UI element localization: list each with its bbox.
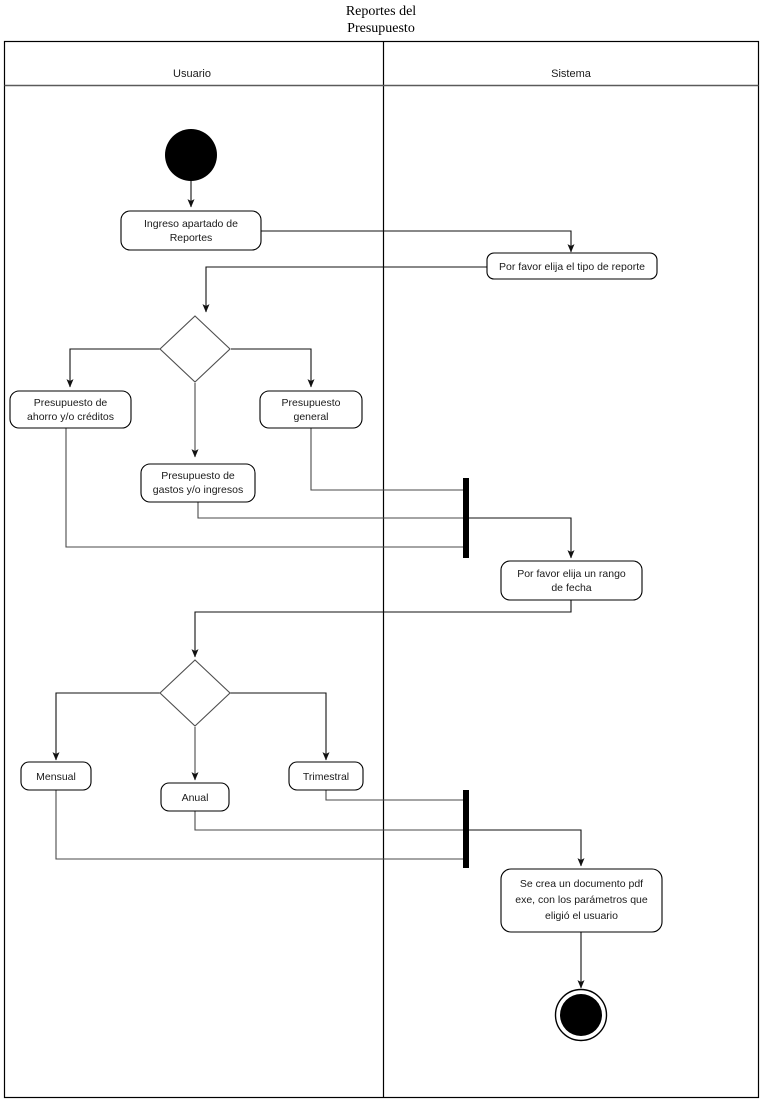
edge-merge-to-rango-fecha <box>469 517 575 559</box>
lane-header-sistema: Sistema <box>551 68 592 80</box>
edge-trimestral-to-merge <box>325 790 466 801</box>
action-gastos-label-line2: gastos y/o ingresos <box>153 484 243 496</box>
initial-node[interactable] <box>165 129 217 181</box>
decision-node-rango-fecha[interactable] <box>159 659 231 727</box>
action-trimestral-shape <box>288 761 364 791</box>
action-general-label-line2: general <box>293 411 328 423</box>
action-anual[interactable]: Anual <box>160 782 230 812</box>
edge-gastos-to-merge <box>197 502 466 519</box>
action-presupuesto-ahorro-creditos[interactable]: Presupuesto de ahorro y/o créditos <box>9 390 132 429</box>
merge-bar-tipo-reporte[interactable] <box>463 478 469 558</box>
action-documento-shape <box>500 868 663 933</box>
merge-bar-rango-fecha[interactable] <box>463 790 469 868</box>
action-tipo-reporte-shape <box>486 252 658 280</box>
action-crea-documento-pdf[interactable]: Se crea un documento pdf exe, con los pa… <box>500 868 663 933</box>
edge-mensual-to-merge <box>55 790 466 860</box>
action-mensual[interactable]: Mensual <box>20 761 92 791</box>
action-ahorro-shape <box>9 390 132 429</box>
action-general-label-line1: Presupuesto <box>282 397 341 409</box>
edge-general-to-merge <box>310 428 466 491</box>
action-documento-label-line3: eligió el usuario <box>545 910 618 922</box>
final-node-core <box>560 994 602 1036</box>
action-rango-fecha-label-line1: Por favor elija un rango <box>517 568 626 580</box>
edge-anual-to-merge <box>194 811 466 831</box>
action-tipo-reporte-label: Por favor elija el tipo de reporte <box>499 261 645 273</box>
action-presupuesto-general[interactable]: Presupuesto general <box>259 390 363 429</box>
action-ingreso-label-line1: Ingreso apartado de <box>144 218 238 230</box>
action-mensual-shape <box>20 761 92 791</box>
action-general-shape <box>259 390 363 429</box>
action-ingreso-shape <box>120 210 262 251</box>
diagram-title-line2: Presupuesto <box>347 21 415 36</box>
diagram-title-line1: Reportes del <box>346 4 416 19</box>
action-ahorro-label-line2: ahorro y/o créditos <box>27 411 114 423</box>
action-elija-tipo-reporte[interactable]: Por favor elija el tipo de reporte <box>486 252 658 280</box>
action-rango-fecha-shape <box>500 560 643 601</box>
edge-decision-to-general <box>231 348 315 388</box>
action-trimestral-label: Trimestral <box>303 771 349 783</box>
action-mensual-label: Mensual <box>36 771 76 783</box>
action-elija-rango-fecha[interactable]: Por favor elija un rango de fecha <box>500 560 643 601</box>
edge-ahorro-to-merge <box>65 428 466 548</box>
action-ingreso-apartado-reportes[interactable]: Ingreso apartado de Reportes <box>120 210 262 251</box>
final-node[interactable] <box>554 988 608 1042</box>
action-trimestral[interactable]: Trimestral <box>288 761 364 791</box>
edge-rango-fecha-to-decision <box>191 600 572 658</box>
action-presupuesto-gastos-ingresos[interactable]: Presupuesto de gastos y/o ingresos <box>140 463 256 503</box>
edge-merge-to-documento <box>469 829 585 867</box>
action-rango-fecha-label-line2: de fecha <box>551 582 591 594</box>
decision-node-tipo-reporte[interactable] <box>159 315 231 383</box>
swimlane-frame <box>3 40 760 1099</box>
action-anual-label: Anual <box>182 792 209 804</box>
action-gastos-label-line1: Presupuesto de <box>161 470 235 482</box>
edge-ingreso-to-tipo-reporte <box>261 230 575 253</box>
edge-decision-to-trimestral <box>230 692 330 761</box>
edge-decision-to-mensual <box>52 692 160 761</box>
edge-decision-to-ahorro <box>66 348 160 388</box>
lane-header-usuario: Usuario <box>173 68 211 80</box>
action-ahorro-label-line1: Presupuesto de <box>34 397 108 409</box>
action-gastos-shape <box>140 463 256 503</box>
action-ingreso-label-line2: Reportes <box>170 232 213 244</box>
action-documento-label-line2: exe, con los parámetros que <box>515 894 648 906</box>
action-anual-shape <box>160 782 230 812</box>
action-documento-label-line1: Se crea un documento pdf <box>520 878 643 890</box>
